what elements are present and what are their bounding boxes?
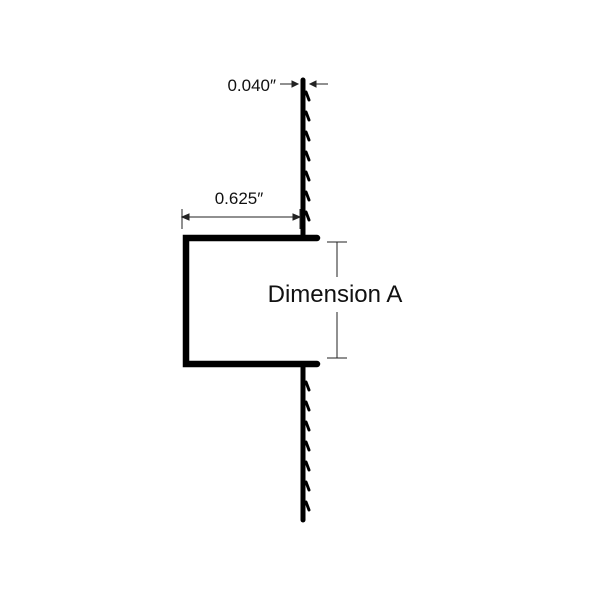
dimension-a-bracket <box>327 241 347 359</box>
channel-section <box>182 234 321 368</box>
profile-shape <box>182 77 321 523</box>
serrations <box>304 90 311 512</box>
flange-width-label: 0.625″ <box>215 189 264 208</box>
flange-width-dimension <box>180 209 302 229</box>
thickness-label: 0.040″ <box>227 76 276 95</box>
dimension-a-label: Dimension A <box>268 281 403 308</box>
thickness-dimension <box>280 80 328 88</box>
